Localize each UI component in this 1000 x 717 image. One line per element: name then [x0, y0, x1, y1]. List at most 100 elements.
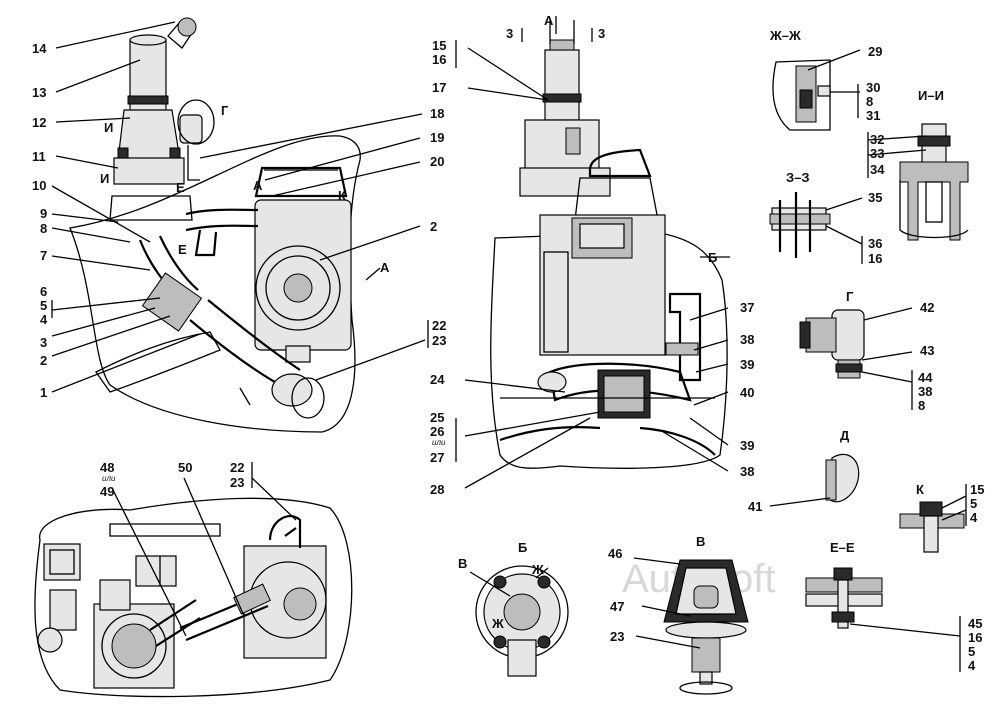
callout-4-e: 4: [968, 658, 976, 673]
callout-23: 23: [432, 333, 446, 348]
mark-e-main-2: Е: [178, 242, 187, 257]
callout-25: 25: [430, 410, 444, 425]
main-side-view: [69, 17, 361, 433]
callout-46: 46: [608, 546, 622, 561]
view-a-labels: А 3 3 15 16 17 Б 37 38 39 40 39 38 24 25…: [430, 13, 754, 497]
sensor-g: [179, 114, 203, 144]
callout-12: 12: [32, 115, 46, 130]
view-a-pipe: [668, 292, 702, 382]
callout-5: 5: [40, 298, 47, 313]
callout-37: 37: [740, 300, 754, 315]
callout-22-bl: 22: [230, 460, 244, 475]
mark-zh-b-1: Ж: [531, 562, 544, 577]
callout-27: 27: [430, 450, 444, 465]
callout-30: 30: [866, 80, 880, 95]
precleaner-cap: [177, 17, 197, 37]
callout-15-a: 15: [432, 38, 446, 53]
mark-3-right: 3: [598, 26, 605, 41]
callout-40: 40: [740, 385, 754, 400]
callout-31: 31: [866, 108, 880, 123]
callout-28: 28: [430, 482, 444, 497]
callout-16-a: 16: [432, 52, 446, 67]
mark-3-left: 3: [506, 26, 513, 41]
callout-2b: 2: [430, 219, 437, 234]
mark-i-main-2: И: [100, 171, 109, 186]
callout-9: 9: [40, 206, 47, 221]
callout-8-zh: 8: [866, 94, 873, 109]
view-a-leaders: [455, 16, 730, 489]
callout-48: 48: [100, 460, 114, 475]
callout-14: 14: [32, 41, 47, 56]
callout-8-g: 8: [918, 398, 925, 413]
callout-43: 43: [920, 343, 934, 358]
callout-50: 50: [178, 460, 192, 475]
detail-k: К 15 5 4: [899, 482, 984, 553]
mark-a-top: А: [544, 13, 554, 28]
callout-16-z: 16: [868, 251, 882, 266]
callout-42: 42: [920, 300, 934, 315]
callout-4-k: 4: [970, 510, 978, 525]
bottom-left-view: [34, 497, 353, 698]
callout-38b: 38: [740, 464, 754, 479]
callout-19: 19: [430, 130, 444, 145]
title-d: Д: [840, 428, 850, 443]
callout-10: 10: [32, 178, 46, 193]
mark-a-arrow: А: [380, 260, 390, 275]
title-v: В: [696, 534, 705, 549]
title-i-i: И–И: [918, 88, 944, 103]
title-z-z: З–З: [786, 170, 810, 185]
callout-36: 36: [868, 236, 882, 251]
title-g: Г: [846, 289, 854, 304]
callout-35: 35: [868, 190, 882, 205]
callout-32: 32: [870, 132, 884, 147]
callout-34: 34: [870, 162, 885, 177]
title-zh-zh: Ж–Ж: [769, 28, 801, 43]
mark-zh-b-2: Ж: [491, 616, 504, 631]
callout-20: 20: [430, 154, 444, 169]
hose-clamp-assembly: [141, 272, 203, 332]
bottom-left-labels: 48 или 49 50 22 23: [100, 460, 244, 499]
title-b: Б: [518, 540, 527, 555]
callout-2: 2: [40, 353, 47, 368]
turbo-housing: [113, 157, 185, 185]
callout-15-k: 15: [970, 482, 984, 497]
bottom-left-leaders: [111, 462, 297, 637]
word-ili-a: или: [432, 438, 446, 447]
callout-11: 11: [32, 149, 46, 164]
mark-k-main: К: [338, 188, 346, 203]
elbow-connector: [271, 373, 313, 407]
callout-13: 13: [32, 85, 46, 100]
mark-i-main: И: [104, 120, 113, 135]
callout-18: 18: [430, 106, 444, 121]
detail-g: Г 42 43 44 38 8: [799, 289, 934, 413]
mark-e-main: Е: [176, 180, 185, 195]
callout-47: 47: [610, 599, 624, 614]
section-i-i: И–И 32 33 34: [867, 88, 969, 241]
title-e-e: Е–Е: [830, 540, 855, 555]
callout-6: 6: [40, 284, 47, 299]
callout-38: 38: [740, 332, 754, 347]
main-view-leaders: [51, 21, 429, 393]
callout-29: 29: [868, 44, 882, 59]
callout-8: 8: [40, 221, 47, 236]
section-e-e: Е–Е 45 16 5 4: [805, 540, 982, 673]
callout-44: 44: [918, 370, 933, 385]
precleaner-tube: [129, 39, 167, 121]
view-a: [490, 20, 728, 469]
callout-3: 3: [40, 335, 47, 350]
mark-a-main: А: [253, 178, 263, 193]
callout-23-v: 23: [610, 629, 624, 644]
callout-26: 26: [430, 424, 444, 439]
callout-39: 39: [740, 357, 754, 372]
view-a-turbo: [519, 167, 611, 197]
callout-45: 45: [968, 616, 982, 631]
callout-5-k: 5: [970, 496, 977, 511]
title-k: К: [916, 482, 924, 497]
callout-49: 49: [100, 484, 114, 499]
callout-24: 24: [430, 372, 445, 387]
callout-1: 1: [40, 385, 47, 400]
mark-g-main: Г: [221, 103, 229, 118]
callout-5-e: 5: [968, 644, 975, 659]
callout-41: 41: [748, 499, 762, 514]
